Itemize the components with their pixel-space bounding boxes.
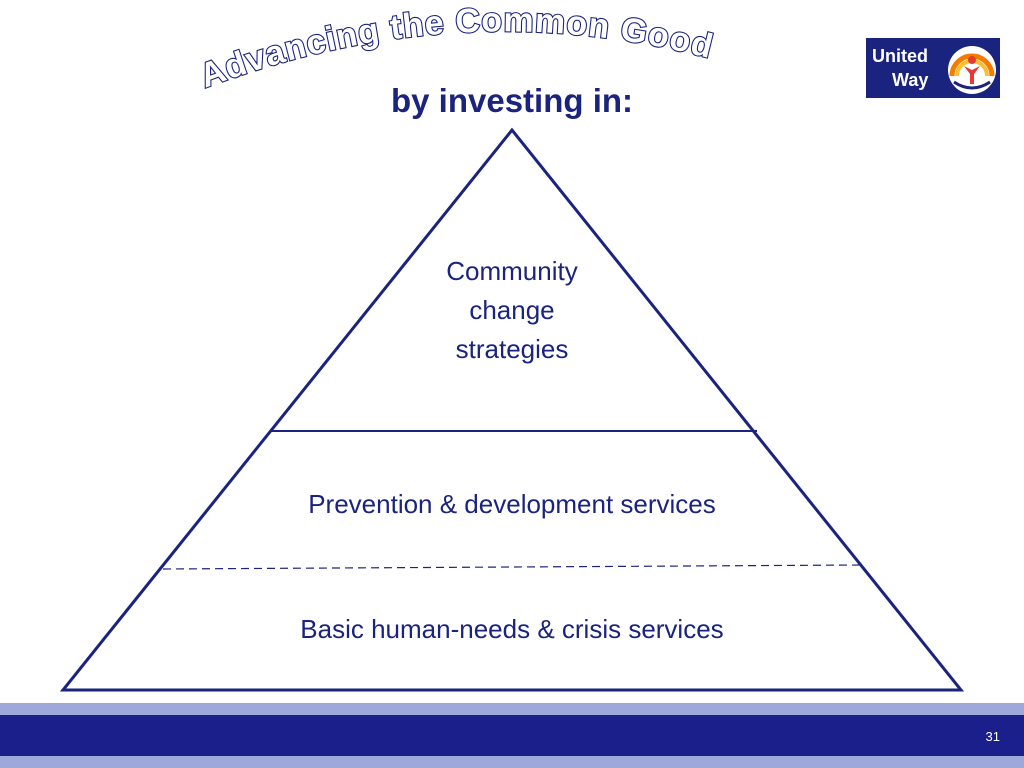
logo-text-line1: United <box>872 46 928 66</box>
footer-stripe-bottom <box>0 756 1024 768</box>
footer-bar <box>0 715 1024 756</box>
footer-stripe-top <box>0 703 1024 715</box>
tier-divider-dashed <box>162 564 862 570</box>
tier-label-basic-needs: Basic human-needs & crisis services <box>300 614 724 644</box>
slide-title: Advancing the Common Good <box>194 0 718 96</box>
tier-label-line: change <box>469 295 555 325</box>
tier-label-prevention: Prevention & development services <box>308 489 716 519</box>
tier-label-line: Community <box>446 256 578 286</box>
tier-label-community-change: Community change strategies <box>380 252 644 369</box>
united-way-logo: United Way <box>866 38 1000 98</box>
rainbow-hand-icon <box>948 46 996 94</box>
logo-text-line2: Way <box>892 70 928 90</box>
tier-label-line: strategies <box>455 334 569 364</box>
pyramid-outline <box>59 127 965 692</box>
page-number: 31 <box>985 729 1000 744</box>
slide-subtitle: by investing in: <box>390 82 634 119</box>
